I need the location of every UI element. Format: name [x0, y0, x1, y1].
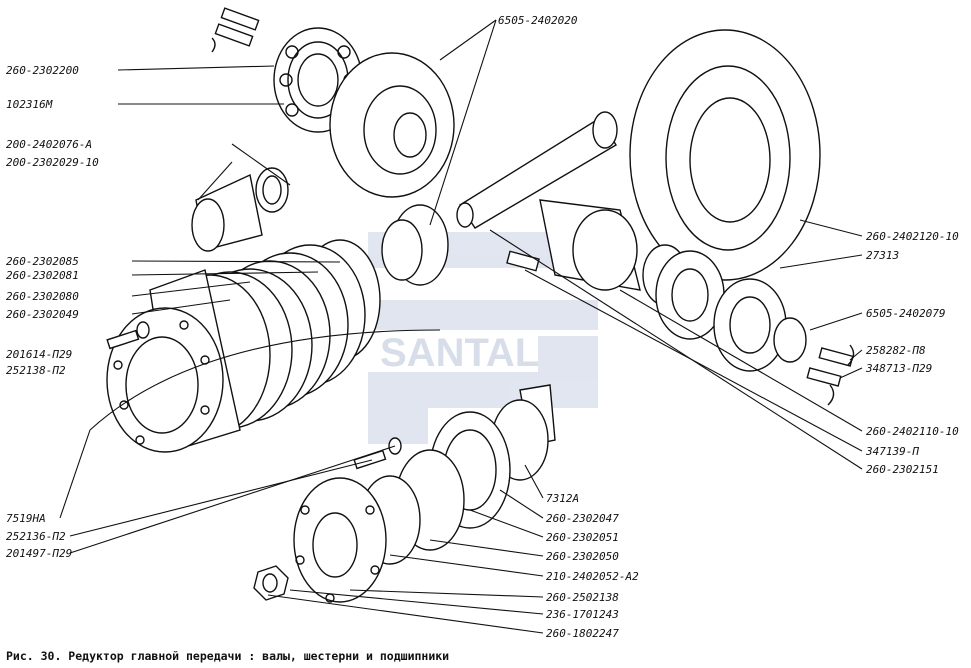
label-347139-p: 347139-П [865, 445, 919, 458]
label-260-2302080: 260-2302080 [6, 290, 79, 303]
label-201497-p29: 201497-П29 [6, 547, 72, 560]
label-236-1701243: 236-1701243 [546, 608, 619, 621]
label-260-2302051: 260-2302051 [546, 531, 619, 544]
left-bolt [106, 321, 150, 350]
bevel-gear [329, 52, 455, 198]
differential-stack [106, 239, 381, 453]
label-260-2302151: 260-2302151 [866, 463, 939, 476]
label-260-2302081: 260-2302081 [6, 269, 79, 282]
small-pinion [381, 204, 449, 286]
label-260-2302050: 260-2302050 [546, 550, 619, 563]
label-7312a: 7312А [546, 492, 579, 505]
watermark-text: SANTAL [380, 331, 539, 375]
sleeve-parts [191, 167, 289, 252]
label-348713-p29: 348713-П29 [865, 362, 932, 375]
lower-assembly [253, 384, 556, 603]
label-27313: 27313 [866, 249, 899, 262]
watermark-logo: SANTAL [368, 232, 598, 444]
label-260-2402120-10: 260-2402120-10 [866, 230, 959, 243]
label-260-2302049: 260-2302049 [6, 308, 79, 321]
label-260-2502138: 260-2502138 [546, 591, 619, 604]
label-102316m: 102316М [6, 98, 53, 111]
label-6505-2402020: 6505-2402020 [498, 14, 578, 27]
label-201614-p29: 201614-П29 [6, 348, 72, 361]
label-260-1802247: 260-1802247 [546, 627, 619, 640]
leader-lines [59, 19, 863, 634]
figure-caption: Рис. 30. Редуктор главной передачи : вал… [6, 649, 449, 663]
right-bearings [655, 250, 807, 372]
label-252136-p2: 252136-П2 [6, 530, 66, 543]
label-260-2302047: 260-2302047 [546, 512, 619, 525]
label-252138-p2: 252138-П2 [6, 364, 66, 377]
label-260-2302200: 260-2302200 [6, 64, 79, 77]
label-260-2402110-10: 260-2402110-10 [866, 425, 959, 438]
label-260-2302085: 260-2302085 [6, 255, 79, 268]
right-bolts [806, 344, 855, 406]
labels: 260-2302200 102316М 200-2402076-А 200-23… [6, 14, 959, 640]
ring-gear [629, 29, 821, 281]
assembly-arc [89, 329, 441, 431]
label-258282-p8: 258282-П8 [866, 344, 926, 357]
key [506, 250, 540, 272]
pinion-shaft [456, 111, 618, 229]
label-200-2402076-a: 200-2402076-А [6, 138, 92, 151]
label-6505-2402079: 6505-2402079 [866, 307, 945, 320]
label-210-2402052-a2: 210-2402052-А2 [546, 570, 639, 583]
top-bolts [211, 7, 260, 53]
label-200-2302029-10: 200-2302029-10 [6, 156, 99, 169]
label-7519na: 7519НА [6, 512, 46, 525]
